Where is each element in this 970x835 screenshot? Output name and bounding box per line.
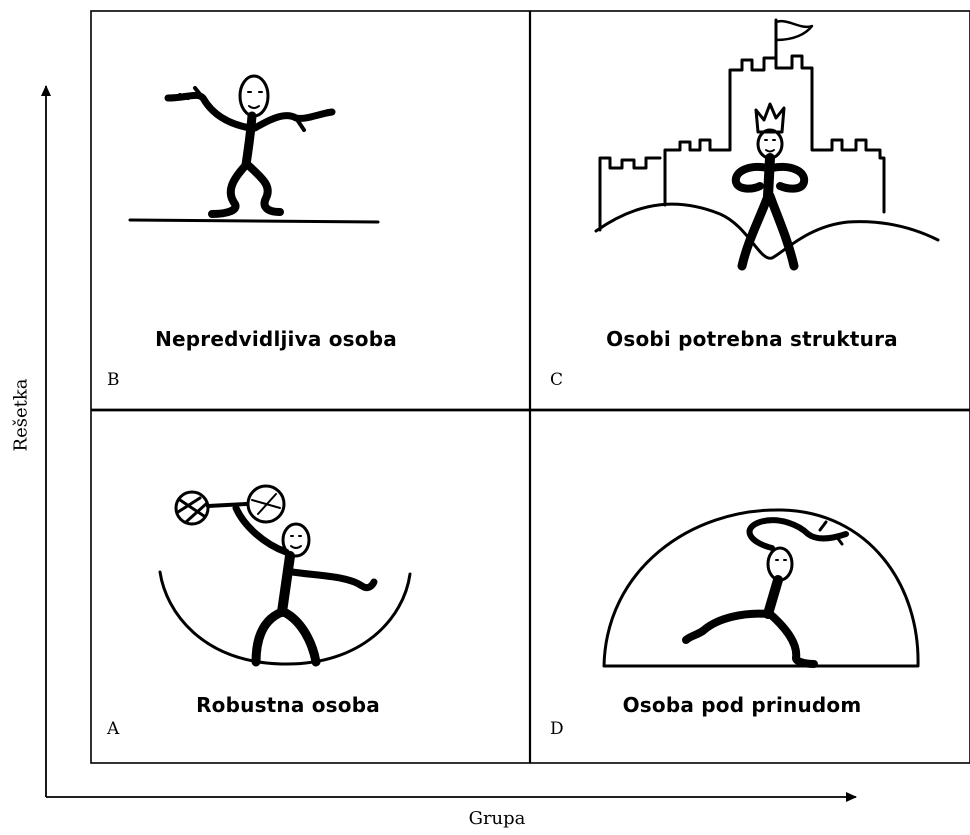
- quadrant-b-title: Nepredvidljiva osoba: [155, 327, 397, 351]
- quadrant-d-letter: D: [550, 719, 564, 739]
- x-axis-label: Grupa: [469, 808, 526, 829]
- quadrant-d-title: Osoba pod prinudom: [623, 693, 862, 717]
- y-axis-label: Rešetka: [11, 379, 32, 452]
- quadrant-a-title: Robustna osoba: [196, 693, 380, 717]
- quadrant-b-letter: B: [107, 370, 120, 390]
- quadrant-c-title: Osobi potrebna struktura: [606, 327, 898, 351]
- quadrant-a-letter: A: [107, 719, 119, 739]
- quadrant-c-letter: C: [550, 370, 563, 390]
